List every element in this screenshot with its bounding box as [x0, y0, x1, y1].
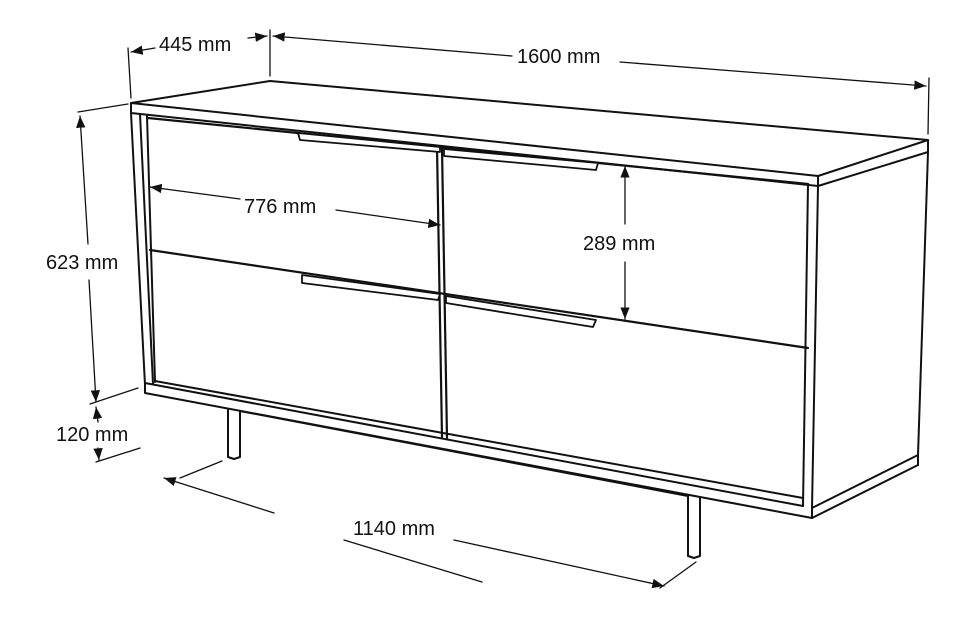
width-label: 1600 mm [515, 46, 603, 68]
bottom-rail [144, 380, 919, 519]
leg-height-label: 120 mm [54, 424, 131, 446]
depth-label: 445 mm [157, 34, 234, 56]
legs [227, 408, 701, 559]
right-side [802, 151, 929, 509]
drawer-width-label: 776 mm [242, 196, 319, 218]
top-panel [130, 80, 929, 187]
leg-spacing-label: 1140 mm [351, 518, 437, 540]
drawer-fronts [146, 116, 810, 440]
body-height-label: 623 mm [44, 252, 121, 274]
left-side [130, 112, 156, 386]
drawer-height-label: 289 mm [581, 233, 658, 255]
drawer-handles [297, 132, 599, 328]
dimension-lines [76, 29, 930, 589]
